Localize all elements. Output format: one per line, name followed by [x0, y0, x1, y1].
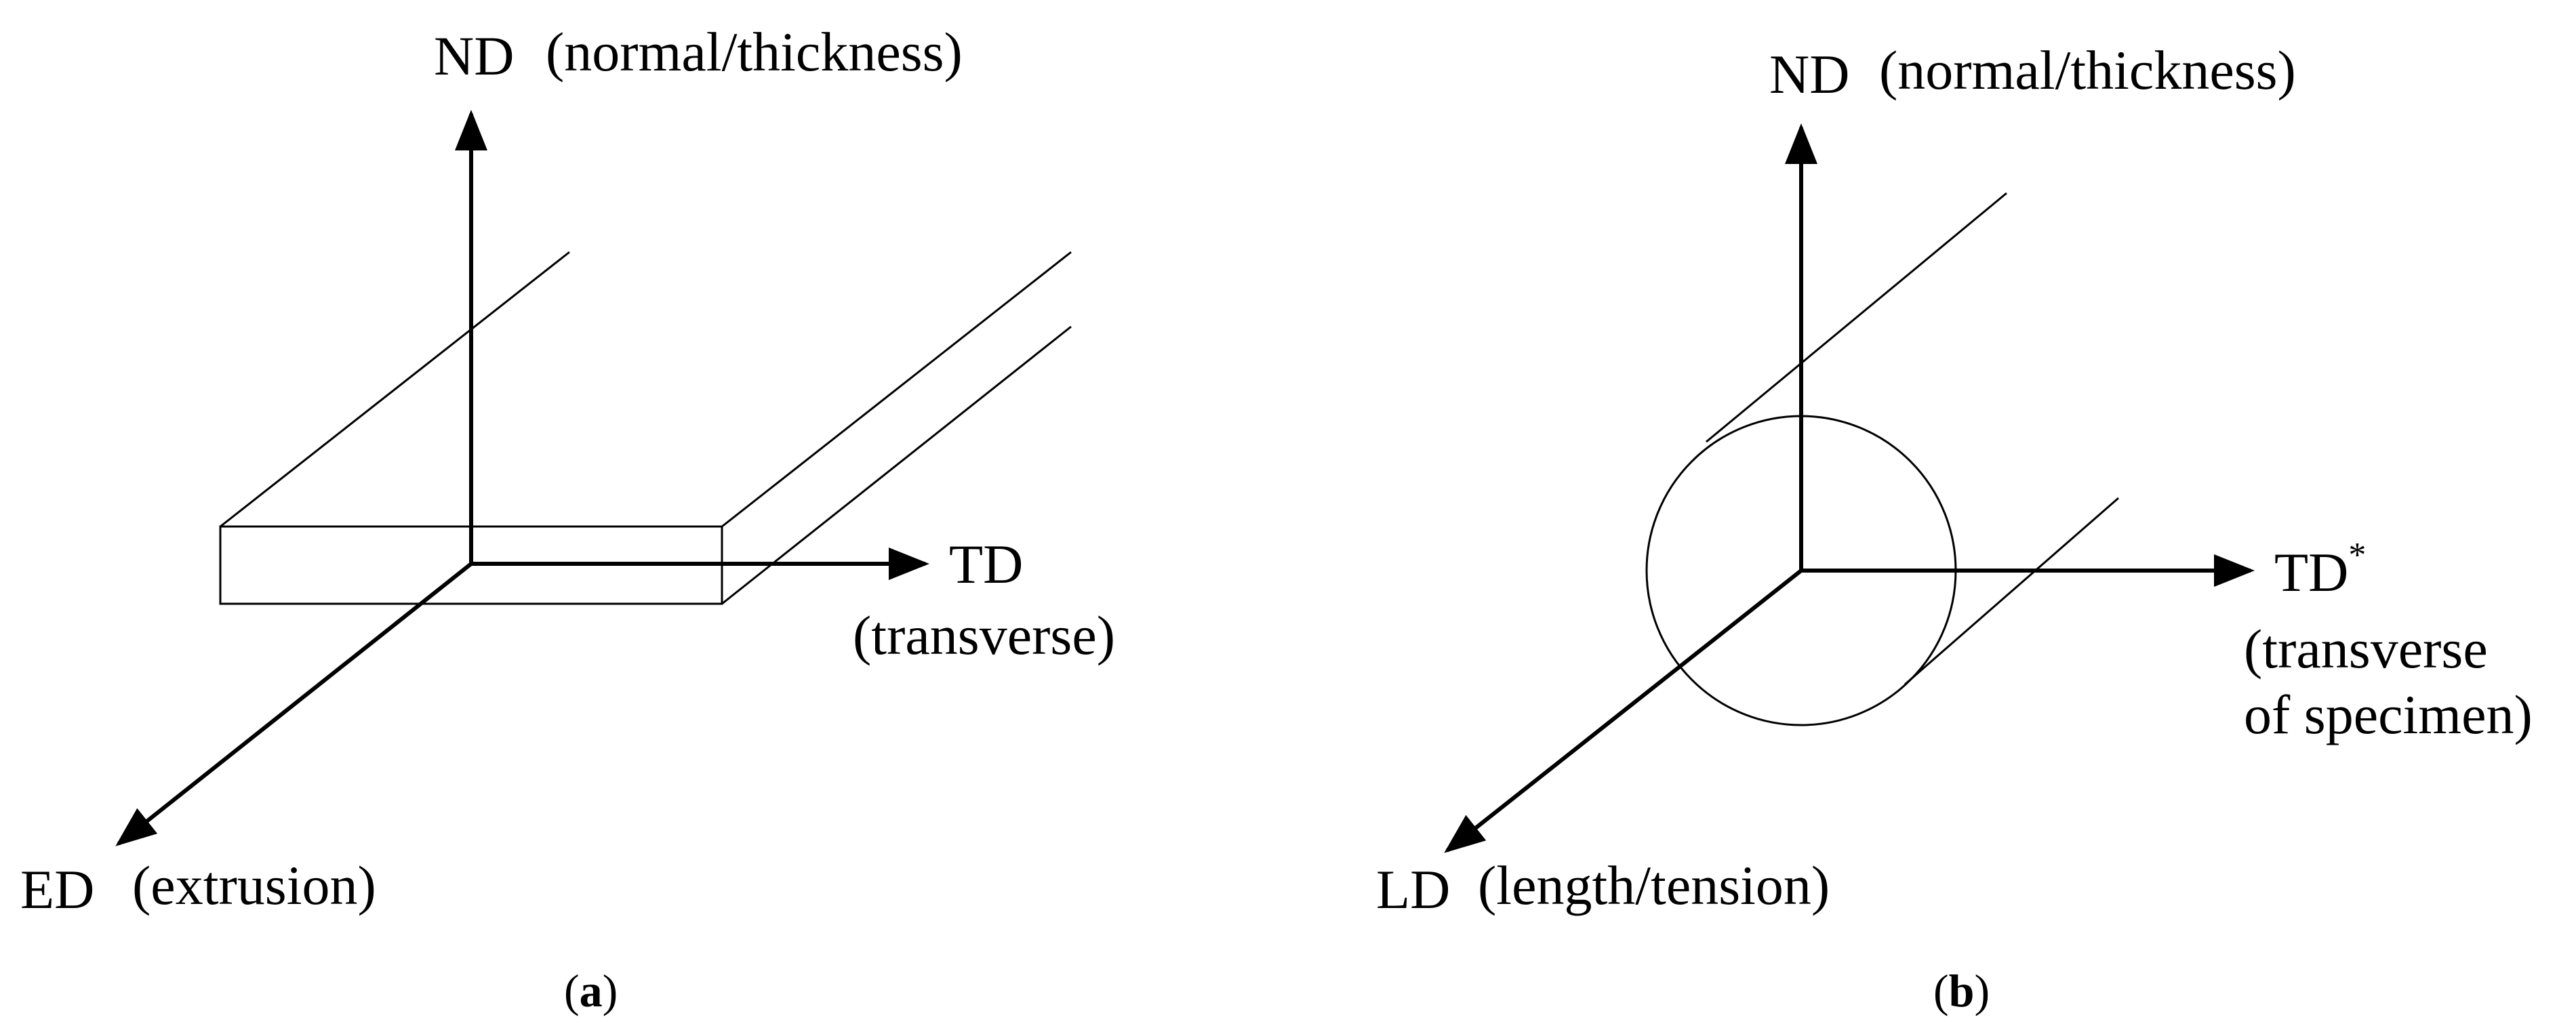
td-star-description-line1: (transverse — [2244, 618, 2488, 680]
panel-a-caption: (a) — [564, 965, 618, 1016]
caption-close-paren: ) — [603, 965, 618, 1016]
plate-edge-right-top — [721, 251, 1072, 528]
caption-open-paren: ( — [1933, 965, 1949, 1016]
td-description: (transverse) — [853, 604, 1115, 666]
ed-description: (extrusion) — [132, 854, 376, 916]
nd-description: (normal/thickness) — [546, 21, 963, 83]
specimen-tangent-upper — [1706, 192, 2007, 443]
plate-edge-left-top — [220, 251, 570, 528]
caption-open-paren: ( — [564, 965, 580, 1016]
panel-b-axes — [1444, 123, 2255, 853]
caption-letter: b — [1949, 965, 1975, 1016]
td-label: TD — [949, 533, 1023, 595]
ld-description: (length/tension) — [1478, 854, 1830, 916]
ld-axis — [1444, 569, 1803, 853]
ld-label: LD — [1376, 859, 1450, 920]
td-star-description-line2: of specimen) — [2244, 684, 2533, 745]
td-star-superscript: * — [2348, 536, 2366, 575]
cylindrical-specimen-drawing — [1645, 192, 2119, 726]
panel-b: ND (normal/thickness) TD* (transverse of… — [1376, 39, 2533, 1016]
panel-a: ND (normal/thickness) TD (transverse) ED… — [20, 21, 1115, 1016]
td-star-label: TD* — [2274, 536, 2366, 603]
ed-label: ED — [20, 859, 94, 920]
panel-b-caption: (b) — [1933, 965, 1990, 1016]
specimen-tangent-lower — [1904, 497, 2119, 686]
plate-edge-right-bottom — [721, 325, 1072, 605]
caption-letter: a — [580, 965, 603, 1016]
extruded-plate-drawing — [219, 251, 1072, 605]
ed-axis — [115, 562, 472, 846]
caption-close-paren: ) — [1974, 965, 1990, 1016]
nd-description: (normal/thickness) — [1879, 39, 2296, 101]
td-star-text: TD — [2274, 541, 2348, 603]
nd-label: ND — [1769, 43, 1849, 105]
nd-label: ND — [434, 25, 514, 87]
panel-a-axes — [115, 110, 929, 846]
